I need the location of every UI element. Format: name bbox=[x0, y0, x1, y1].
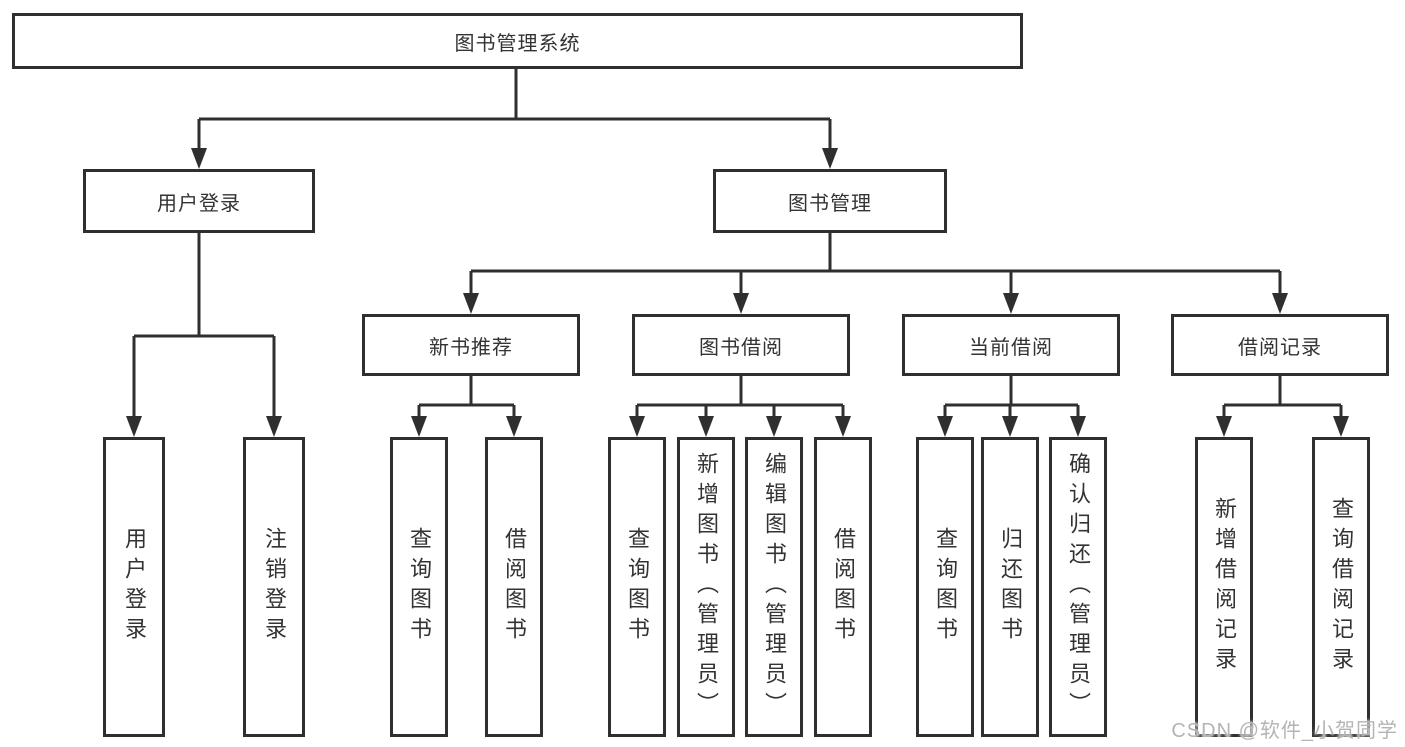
leaf-label: 编辑图书（管理员） bbox=[762, 452, 787, 722]
node-book-borrow: 图书借阅 bbox=[632, 314, 850, 376]
node-user-login: 用户登录 bbox=[83, 169, 315, 233]
leaf-label: 查询图书 bbox=[933, 527, 958, 647]
leaf-label: 查询借阅记录 bbox=[1329, 497, 1354, 677]
leaf-label: 查询图书 bbox=[625, 527, 650, 647]
leaf-user-login: 用户登录 bbox=[103, 437, 165, 737]
leaf-label: 用户登录 bbox=[122, 527, 147, 647]
leaf-query-books: 查询图书 bbox=[916, 437, 974, 737]
node-borrow-records: 借阅记录 bbox=[1171, 314, 1389, 376]
node-root-system: 图书管理系统 bbox=[12, 13, 1023, 69]
node-book-management: 图书管理 bbox=[713, 169, 947, 233]
csdn-watermark: CSDN @软件_小贺同学 bbox=[1171, 720, 1398, 742]
leaf-borrow-books: 借阅图书 bbox=[814, 437, 872, 737]
leaf-confirm-return-admin: 确认归还（管理员） bbox=[1049, 437, 1107, 737]
leaf-query-books: 查询图书 bbox=[390, 437, 448, 737]
leaf-label: 新增借阅记录 bbox=[1212, 497, 1237, 677]
node-new-book-recommend: 新书推荐 bbox=[362, 314, 580, 376]
leaf-label: 确认归还（管理员） bbox=[1066, 452, 1091, 722]
leaf-label: 借阅图书 bbox=[502, 527, 527, 647]
leaf-label: 注销登录 bbox=[262, 527, 287, 647]
leaf-label: 查询图书 bbox=[407, 527, 432, 647]
leaf-query-books: 查询图书 bbox=[608, 437, 666, 737]
leaf-borrow-books: 借阅图书 bbox=[485, 437, 543, 737]
leaf-label: 新增图书（管理员） bbox=[694, 452, 719, 722]
leaf-return-books: 归还图书 bbox=[981, 437, 1039, 737]
leaf-add-borrow-record: 新增借阅记录 bbox=[1195, 437, 1253, 737]
leaf-query-borrow-record: 查询借阅记录 bbox=[1312, 437, 1370, 737]
leaf-add-books-admin: 新增图书（管理员） bbox=[677, 437, 735, 737]
leaf-label: 归还图书 bbox=[998, 527, 1023, 647]
leaf-edit-books-admin: 编辑图书（管理员） bbox=[745, 437, 803, 737]
leaf-logout: 注销登录 bbox=[243, 437, 305, 737]
node-current-borrow: 当前借阅 bbox=[902, 314, 1120, 376]
leaf-label: 借阅图书 bbox=[831, 527, 856, 647]
